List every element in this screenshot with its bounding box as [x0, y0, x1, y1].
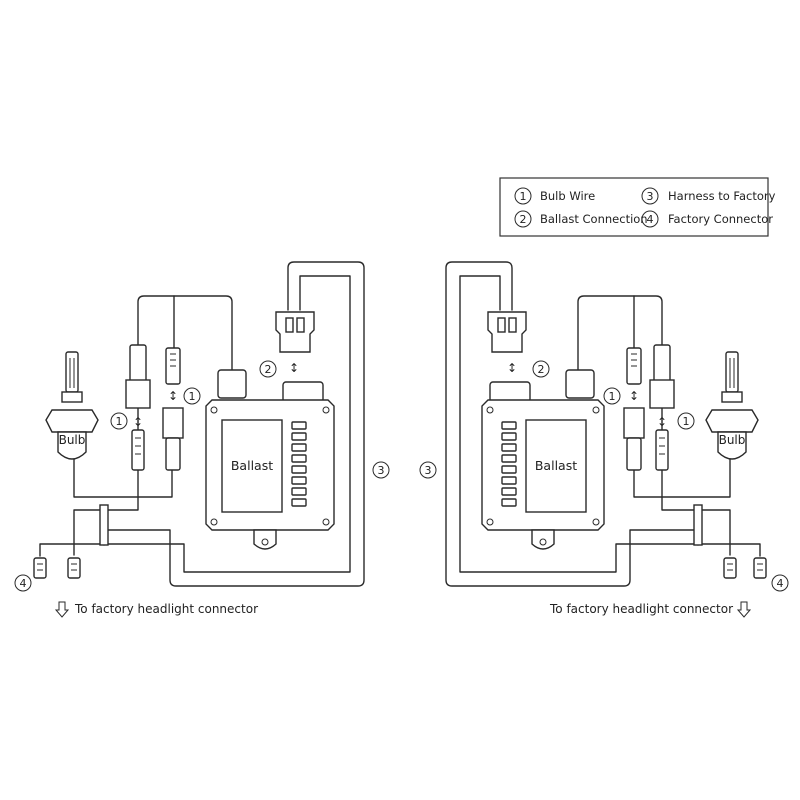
svg-text:↕: ↕ [507, 361, 517, 375]
svg-text:Ballast: Ballast [231, 458, 273, 473]
legend-box: 1 Bulb Wire 2 Ballast Connection 3 Harne… [499, 177, 776, 237]
svg-text:Factory Connector: Factory Connector [668, 212, 773, 226]
svg-text:1: 1 [609, 390, 616, 403]
svg-text:Bulb: Bulb [59, 433, 86, 447]
right-bulb-wire [577, 295, 663, 379]
svg-text:↕: ↕ [289, 361, 299, 375]
left-bulb-wire [137, 295, 233, 379]
right-factory-connectors [723, 557, 767, 579]
legend-item-4: 4 Factory Connector [641, 210, 773, 228]
svg-text:4: 4 [647, 213, 654, 226]
left-callout-3: 3 [372, 461, 390, 479]
svg-text:1: 1 [520, 190, 527, 203]
right-harness-wire [445, 261, 699, 587]
left-connector-pair-upper [125, 344, 184, 471]
left-callout-1b: 1 [183, 387, 201, 405]
right-callout-3: 3 [419, 461, 437, 479]
svg-text:1: 1 [189, 390, 196, 403]
left-factory-connectors [33, 557, 81, 579]
left-wiring-diagram: Bulb ↕ ↕ [14, 261, 390, 618]
left-ballast-connector [275, 311, 315, 353]
svg-text:Ballast: Ballast [535, 458, 577, 473]
right-ballast: Ballast [481, 369, 605, 550]
svg-text:1: 1 [116, 415, 123, 428]
left-ballast: Ballast [205, 369, 335, 550]
left-footer: To factory headlight connector [54, 601, 258, 618]
left-harness-wire [103, 261, 365, 587]
svg-text:↕: ↕ [629, 389, 639, 403]
right-wiring-diagram: Bulb ↕ ↕ [419, 261, 789, 618]
svg-text:2: 2 [520, 213, 527, 226]
svg-text:↕: ↕ [133, 415, 143, 429]
svg-text:3: 3 [425, 464, 432, 477]
left-callout-1a: 1 [110, 412, 128, 430]
svg-text:4: 4 [20, 577, 27, 590]
legend-item-1: 1 Bulb Wire [514, 187, 595, 205]
svg-text:2: 2 [265, 363, 272, 376]
legend-item-3: 3 Harness to Factory [641, 187, 776, 205]
svg-text:4: 4 [777, 577, 784, 590]
left-bulb: Bulb [45, 351, 99, 460]
right-footer: To factory headlight connector [549, 601, 752, 618]
right-connector-pair [623, 344, 675, 471]
svg-text:3: 3 [647, 190, 654, 203]
right-callout-1a: 1 [603, 387, 621, 405]
right-callout-4: 4 [771, 574, 789, 592]
svg-text:2: 2 [538, 363, 545, 376]
legend-item-2: 2 Ballast Connection [514, 210, 648, 228]
svg-text:Bulb: Bulb [719, 433, 746, 447]
right-bulb: Bulb [705, 351, 759, 460]
right-ballast-connector [487, 311, 527, 353]
right-callout-2: 2 [532, 360, 550, 378]
left-callout-4: 4 [14, 574, 32, 592]
svg-text:To factory headlight connector: To factory headlight connector [74, 602, 258, 616]
svg-text:Ballast Connection: Ballast Connection [540, 212, 648, 226]
svg-text:To factory headlight connector: To factory headlight connector [549, 602, 733, 616]
svg-text:Bulb Wire: Bulb Wire [540, 189, 595, 203]
svg-text:3: 3 [378, 464, 385, 477]
left-callout-2: 2 [259, 360, 277, 378]
svg-text:1: 1 [683, 415, 690, 428]
svg-text:↕: ↕ [168, 389, 178, 403]
svg-text:Harness to Factory: Harness to Factory [668, 189, 776, 203]
right-callout-1b: 1 [677, 412, 695, 430]
svg-text:↕: ↕ [657, 415, 667, 429]
